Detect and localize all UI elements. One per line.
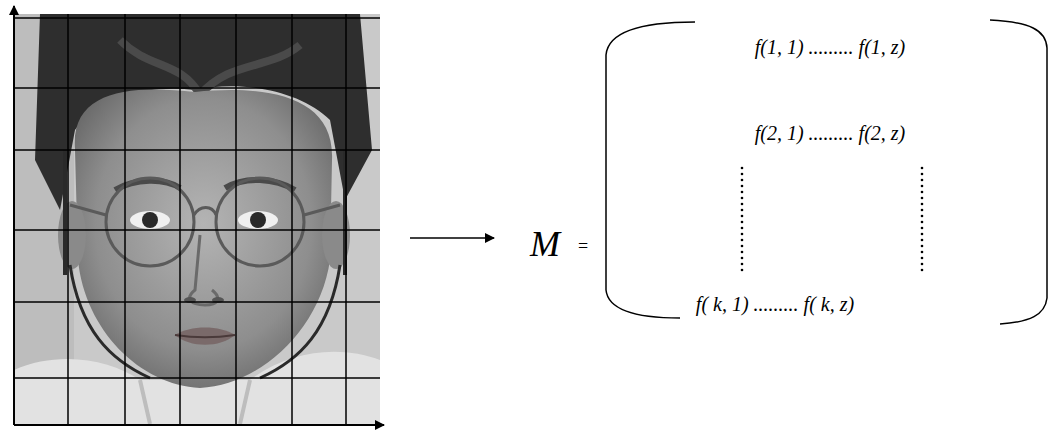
matrix-row: f( k, 1) ......... f( k, z) xyxy=(696,293,854,316)
matrix-row: f(1, 1) ......... f(1, z) xyxy=(755,36,906,59)
matrix-row: f(2, 1) ......... f(2, z) xyxy=(755,122,906,145)
face-photo xyxy=(14,14,380,424)
matrix-symbol: M xyxy=(530,223,560,265)
transform-arrow xyxy=(410,237,494,239)
vertical-ellipsis xyxy=(741,167,924,272)
axes xyxy=(14,6,384,425)
equals-sign: = xyxy=(578,236,588,257)
matrix-bracket-left xyxy=(606,22,695,318)
grid-lines xyxy=(14,14,380,424)
matrix-bracket-right xyxy=(990,20,1047,324)
